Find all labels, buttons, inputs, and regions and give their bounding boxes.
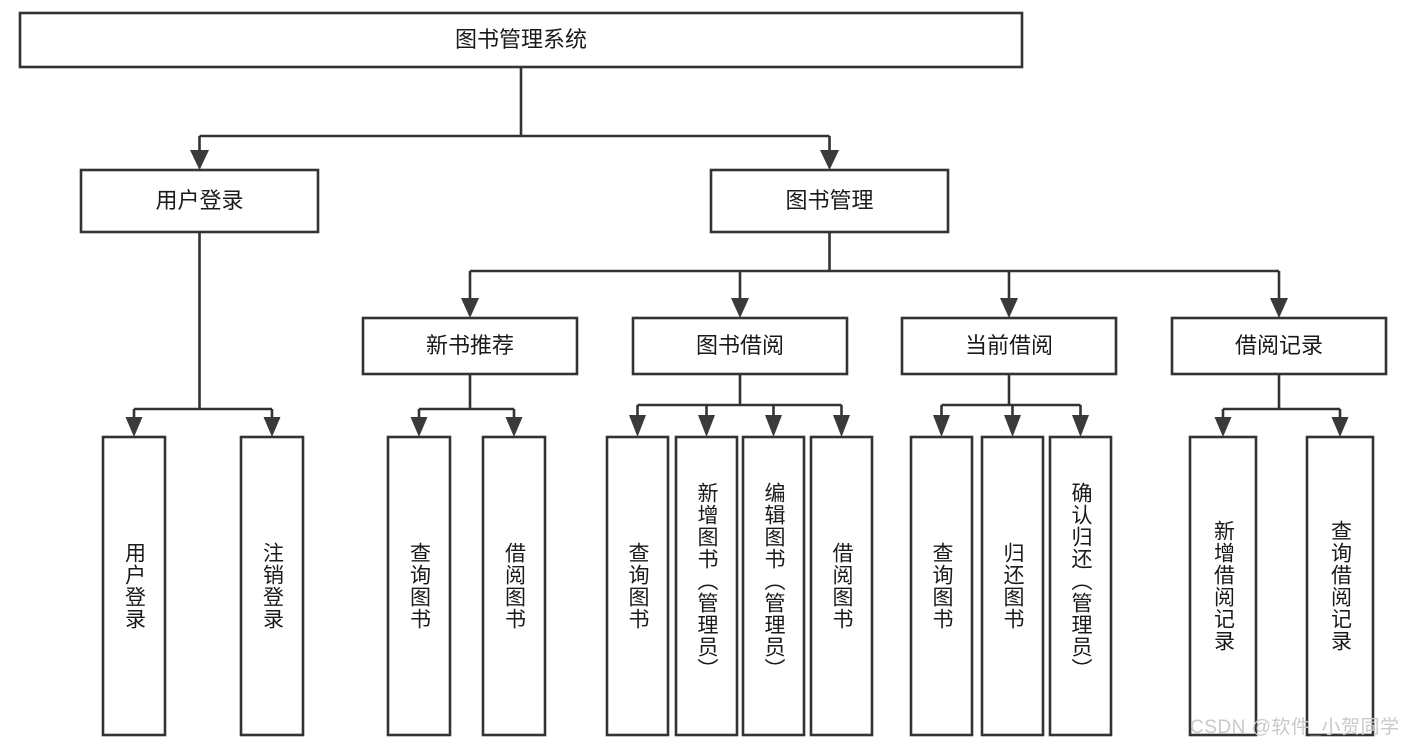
node-leaf-borrow-book-1-label: 借阅图书 <box>503 542 527 630</box>
node-borrow-record-box[interactable] <box>1170 316 1388 376</box>
node-leaf-confirm-return-box[interactable] <box>1048 435 1113 737</box>
arrow-head-leaf-query-book-3 <box>933 415 950 437</box>
node-new-book-rec-box[interactable] <box>361 316 579 376</box>
node-leaf-query-book-2-label: 查询图书 <box>626 542 650 630</box>
node-leaf-borrow-book-2-box[interactable] <box>809 435 874 737</box>
node-user-login-label: 用户登录 <box>155 188 243 213</box>
arrow-head-leaf-confirm-return <box>1072 415 1089 437</box>
arrow-head-user-login <box>190 150 209 170</box>
node-root-box[interactable] <box>18 11 1024 69</box>
node-user-login[interactable]: 用户登录 <box>79 168 320 234</box>
arrow-head-leaf-add-record <box>1214 417 1232 437</box>
arrow-head-leaf-edit-book <box>765 415 782 437</box>
node-leaf-query-book-3-label: 查询图书 <box>930 542 954 630</box>
arrow-head-leaf-add-book <box>698 415 715 437</box>
node-root[interactable]: 图书管理系统 <box>18 11 1024 69</box>
node-leaf-add-record-box[interactable] <box>1188 435 1258 737</box>
node-leaf-query-book-1-box[interactable] <box>386 435 452 737</box>
arrow-head-leaf-query-book-1 <box>410 417 428 437</box>
node-leaf-edit-book-label: 编辑图书（管理员） <box>762 482 786 680</box>
node-leaf-query-book-3-box[interactable] <box>909 435 974 737</box>
node-book-borrow-label: 图书借阅 <box>696 333 784 358</box>
node-leaf-logout-box[interactable] <box>239 435 305 737</box>
node-leaf-return-book-label: 归还图书 <box>1001 542 1025 630</box>
arrow-head-borrow-record <box>1270 298 1288 318</box>
arrow-head-leaf-return-book <box>1004 415 1021 437</box>
arrow-head-leaf-query-record <box>1331 417 1349 437</box>
node-leaf-query-book-3[interactable]: 查询图书 <box>909 435 974 737</box>
arrow-head-book-manage <box>820 150 839 170</box>
node-leaf-query-record-label: 查询借阅记录 <box>1329 520 1353 652</box>
node-leaf-query-book-1[interactable]: 查询图书 <box>386 435 452 737</box>
node-leaf-borrow-book-2[interactable]: 借阅图书 <box>809 435 874 737</box>
node-leaf-query-book-2[interactable]: 查询图书 <box>605 435 670 737</box>
node-current-borrow-label: 当前借阅 <box>965 333 1053 358</box>
node-book-manage-label: 图书管理 <box>785 188 873 213</box>
node-borrow-record[interactable]: 借阅记录 <box>1170 316 1388 376</box>
node-book-borrow[interactable]: 图书借阅 <box>631 316 849 376</box>
node-leaf-edit-book-box[interactable] <box>741 435 806 737</box>
node-leaf-user-login-label: 用户登录 <box>123 542 147 630</box>
arrow-head-leaf-borrow-book-1 <box>505 417 523 437</box>
arrow-head-book-borrow <box>731 298 749 318</box>
arrow-head-new-book-rec <box>461 298 479 318</box>
arrow-head-leaf-logout <box>263 417 281 437</box>
node-current-borrow-box[interactable] <box>900 316 1118 376</box>
node-leaf-query-record[interactable]: 查询借阅记录 <box>1305 435 1375 737</box>
node-leaf-add-book-label: 新增图书（管理员） <box>695 482 719 680</box>
node-leaf-borrow-book-1-box[interactable] <box>481 435 547 737</box>
node-new-book-rec[interactable]: 新书推荐 <box>361 316 579 376</box>
node-leaf-edit-book[interactable]: 编辑图书（管理员） <box>741 435 806 737</box>
node-leaf-user-login-box[interactable] <box>101 435 167 737</box>
node-borrow-record-label: 借阅记录 <box>1235 333 1323 358</box>
node-leaf-return-book-box[interactable] <box>980 435 1045 737</box>
node-leaf-query-book-2-box[interactable] <box>605 435 670 737</box>
node-user-login-box[interactable] <box>79 168 320 234</box>
node-leaf-user-login[interactable]: 用户登录 <box>101 435 167 737</box>
node-leaf-query-book-1-label: 查询图书 <box>408 542 432 630</box>
node-leaf-query-record-box[interactable] <box>1305 435 1375 737</box>
node-root-label: 图书管理系统 <box>455 27 587 52</box>
node-leaf-add-record-label: 新增借阅记录 <box>1212 520 1236 652</box>
arrow-head-leaf-query-book-2 <box>629 415 646 437</box>
node-leaf-add-book-box[interactable] <box>674 435 739 737</box>
arrow-head-current-borrow <box>1000 298 1018 318</box>
node-leaf-return-book[interactable]: 归还图书 <box>980 435 1045 737</box>
node-leaf-logout[interactable]: 注销登录 <box>239 435 305 737</box>
node-leaf-confirm-return-label: 确认归还（管理员） <box>1069 482 1093 680</box>
node-leaf-add-record[interactable]: 新增借阅记录 <box>1188 435 1258 737</box>
node-current-borrow[interactable]: 当前借阅 <box>900 316 1118 376</box>
node-book-manage-box[interactable] <box>709 168 950 234</box>
node-book-manage[interactable]: 图书管理 <box>709 168 950 234</box>
node-new-book-rec-label: 新书推荐 <box>426 333 514 358</box>
node-leaf-confirm-return[interactable]: 确认归还（管理员） <box>1048 435 1113 737</box>
arrow-head-leaf-borrow-book-2 <box>833 415 850 437</box>
arrow-head-leaf-user-login <box>125 417 143 437</box>
node-leaf-add-book[interactable]: 新增图书（管理员） <box>674 435 739 737</box>
node-book-borrow-box[interactable] <box>631 316 849 376</box>
node-leaf-borrow-book-1[interactable]: 借阅图书 <box>481 435 547 737</box>
node-leaf-borrow-book-2-label: 借阅图书 <box>830 542 854 630</box>
node-leaf-logout-label: 注销登录 <box>261 542 285 630</box>
connector-layer <box>125 67 1349 437</box>
